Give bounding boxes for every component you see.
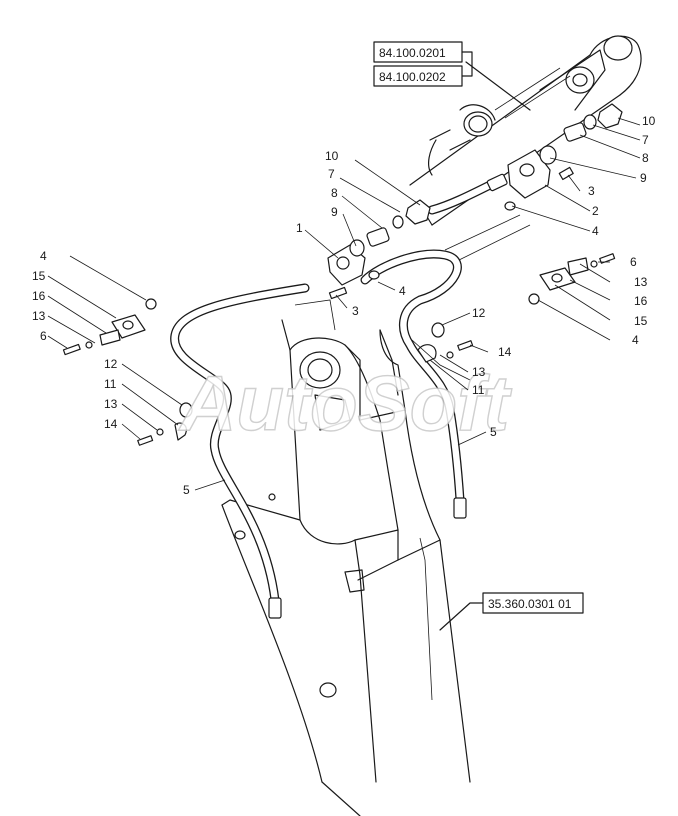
callout-label: 13 xyxy=(104,397,118,411)
callout-label: 9 xyxy=(331,205,338,219)
callout-label: 3 xyxy=(352,304,359,318)
callout-label: 12 xyxy=(104,357,118,371)
callout-label: 2 xyxy=(592,204,599,218)
callout-labels: 10 7 8 9 3 2 4 10 7 8 9 1 4 3 4 15 16 13… xyxy=(32,114,656,497)
boom-arm xyxy=(221,299,471,816)
callout-label: 4 xyxy=(40,249,47,263)
callout-label: 11 xyxy=(472,383,485,397)
callout-label: 13 xyxy=(472,365,486,379)
callout-label: 4 xyxy=(592,224,599,238)
callout-label: 3 xyxy=(588,184,595,198)
callout-label: 15 xyxy=(634,314,648,328)
block-2 xyxy=(504,149,574,211)
callout-label: 5 xyxy=(490,425,497,439)
callout-label: 4 xyxy=(632,333,639,347)
callout-label: 5 xyxy=(183,483,190,497)
callout-label: 6 xyxy=(630,255,637,269)
callout-label: 6 xyxy=(40,329,47,343)
callout-label: 11 xyxy=(104,377,117,391)
ref-box-group-bottom: 35.360.0301 01 xyxy=(439,592,584,631)
callout-label: 16 xyxy=(634,294,648,308)
callout-label: 10 xyxy=(325,149,339,163)
ref-text-84-100-0202: 84.100.0202 xyxy=(379,70,446,84)
ref-box-group-top: 84.100.0201 84.100.0202 xyxy=(373,41,531,111)
block-1 xyxy=(327,199,431,300)
callout-label: 13 xyxy=(634,275,648,289)
hose-top xyxy=(427,173,508,215)
callout-label: 14 xyxy=(498,345,512,359)
left-clamp xyxy=(62,298,193,446)
guide-line xyxy=(444,214,521,251)
leader-lines xyxy=(47,117,641,491)
callout-label: 7 xyxy=(328,167,335,181)
upper-fittings xyxy=(539,103,623,165)
callout-label: 15 xyxy=(32,269,46,283)
callout-label: 7 xyxy=(642,133,649,147)
callout-label: 4 xyxy=(399,284,406,298)
watermark-text: AutoSoft xyxy=(178,359,512,447)
callout-label: 14 xyxy=(104,417,118,431)
callout-label: 12 xyxy=(472,306,486,320)
callout-label: 10 xyxy=(642,114,656,128)
callout-label: 8 xyxy=(642,151,649,165)
ref-text-84-100-0201: 84.100.0201 xyxy=(379,46,446,60)
callout-label: 13 xyxy=(32,309,46,323)
hose-right xyxy=(360,249,467,519)
hose-left xyxy=(170,283,310,619)
guide-line xyxy=(454,224,531,263)
right-clamp xyxy=(411,253,616,381)
callout-label: 8 xyxy=(331,186,338,200)
ref-text-35-360-0301-01: 35.360.0301 01 xyxy=(488,597,572,611)
callout-label: 1 xyxy=(296,221,303,235)
callout-label: 16 xyxy=(32,289,46,303)
callout-label: 9 xyxy=(640,171,647,185)
